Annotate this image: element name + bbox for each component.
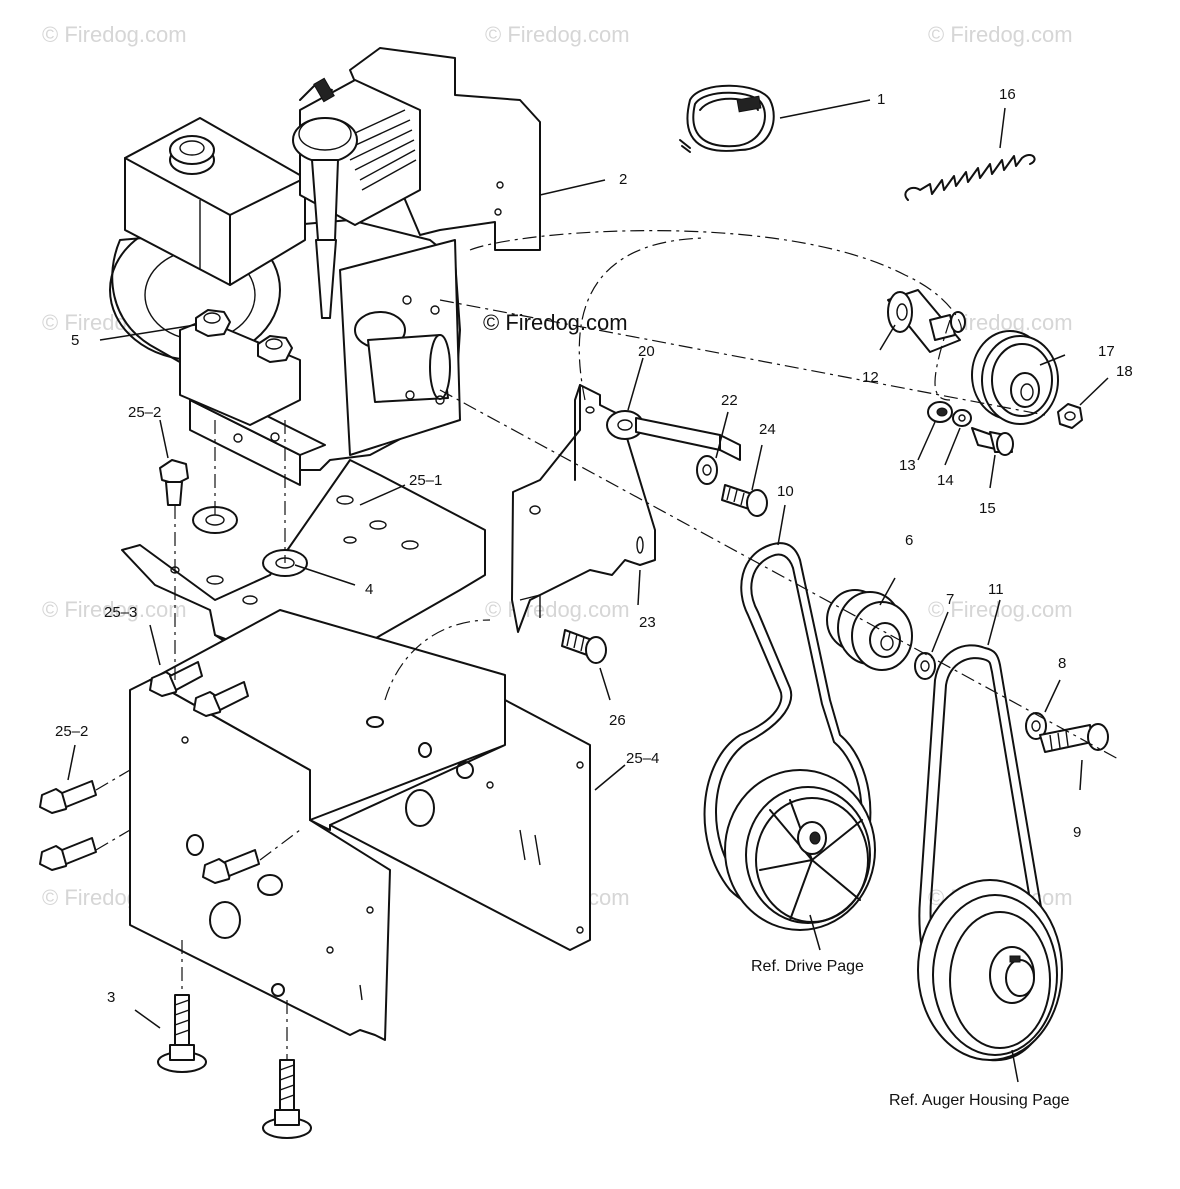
- callout-5: 5: [71, 332, 80, 349]
- watermark-text: © Firedog.com: [485, 22, 630, 47]
- callout-2: 2: [619, 171, 628, 188]
- belt-cover-bracket-drawing: [511, 384, 741, 633]
- callout-1: 1: [877, 91, 886, 108]
- callout-22: 22: [721, 392, 738, 409]
- callout-12: 12: [862, 369, 879, 386]
- auger-belt-drawing: [917, 644, 1063, 1062]
- leader-lines: [67, 99, 1109, 1083]
- drive-belt-drawing: [703, 542, 876, 931]
- callout-8: 8: [1058, 655, 1067, 672]
- copyright-watermark: © Firedog.com: [483, 310, 628, 335]
- engine-pulley-drawing: [826, 589, 1109, 753]
- callout-16: 16: [999, 86, 1016, 103]
- callout-23: 23: [639, 614, 656, 631]
- ref-drive-page-label: Ref. Drive Page: [751, 958, 864, 975]
- bolt-26-drawing: [561, 629, 607, 664]
- callout-26: 26: [609, 712, 626, 729]
- callout-3: 3: [107, 989, 116, 1006]
- callout-4: 4: [365, 581, 374, 598]
- callout-7: 7: [946, 591, 955, 608]
- ref-auger-housing-page-label: Ref. Auger Housing Page: [889, 1092, 1070, 1109]
- watermark-text: © Firedog.com: [485, 597, 630, 622]
- callout-25-1: 25–1: [409, 472, 443, 489]
- center-lines: [95, 230, 1121, 1060]
- callout-17: 17: [1098, 343, 1115, 360]
- hex-nut-drawing: [195, 309, 293, 363]
- callout-24: 24: [759, 421, 776, 438]
- engine-drawing: [109, 47, 541, 486]
- watermark-text: © Firedog.com: [42, 22, 187, 47]
- callout-14: 14: [937, 472, 954, 489]
- callout-10: 10: [777, 483, 794, 500]
- watermark-text: © Firedog.com: [42, 597, 187, 622]
- callout-15: 15: [979, 500, 996, 517]
- callout-13: 13: [899, 457, 916, 474]
- idler-assembly-drawing: [887, 289, 1083, 456]
- callout-9: 9: [1073, 824, 1082, 841]
- frame-bolts-drawing: [39, 459, 312, 1139]
- callout-25-4: 25–4: [626, 750, 660, 767]
- callout-20: 20: [638, 343, 655, 360]
- washer-bolt-drawing: [696, 455, 768, 517]
- callout-6: 6: [905, 532, 914, 549]
- callout-25-2-top: 25–2: [128, 404, 162, 421]
- extension-spring-drawing: [904, 154, 1036, 201]
- watermark-text: © Firedog.com: [928, 22, 1073, 47]
- power-cord-drawing: [679, 84, 775, 153]
- callout-11: 11: [988, 581, 1004, 598]
- callout-18: 18: [1116, 363, 1133, 380]
- lock-washer-drawing: [192, 506, 308, 577]
- callout-25-2-lower: 25–2: [55, 723, 89, 740]
- callout-25-3: 25–3: [104, 604, 138, 621]
